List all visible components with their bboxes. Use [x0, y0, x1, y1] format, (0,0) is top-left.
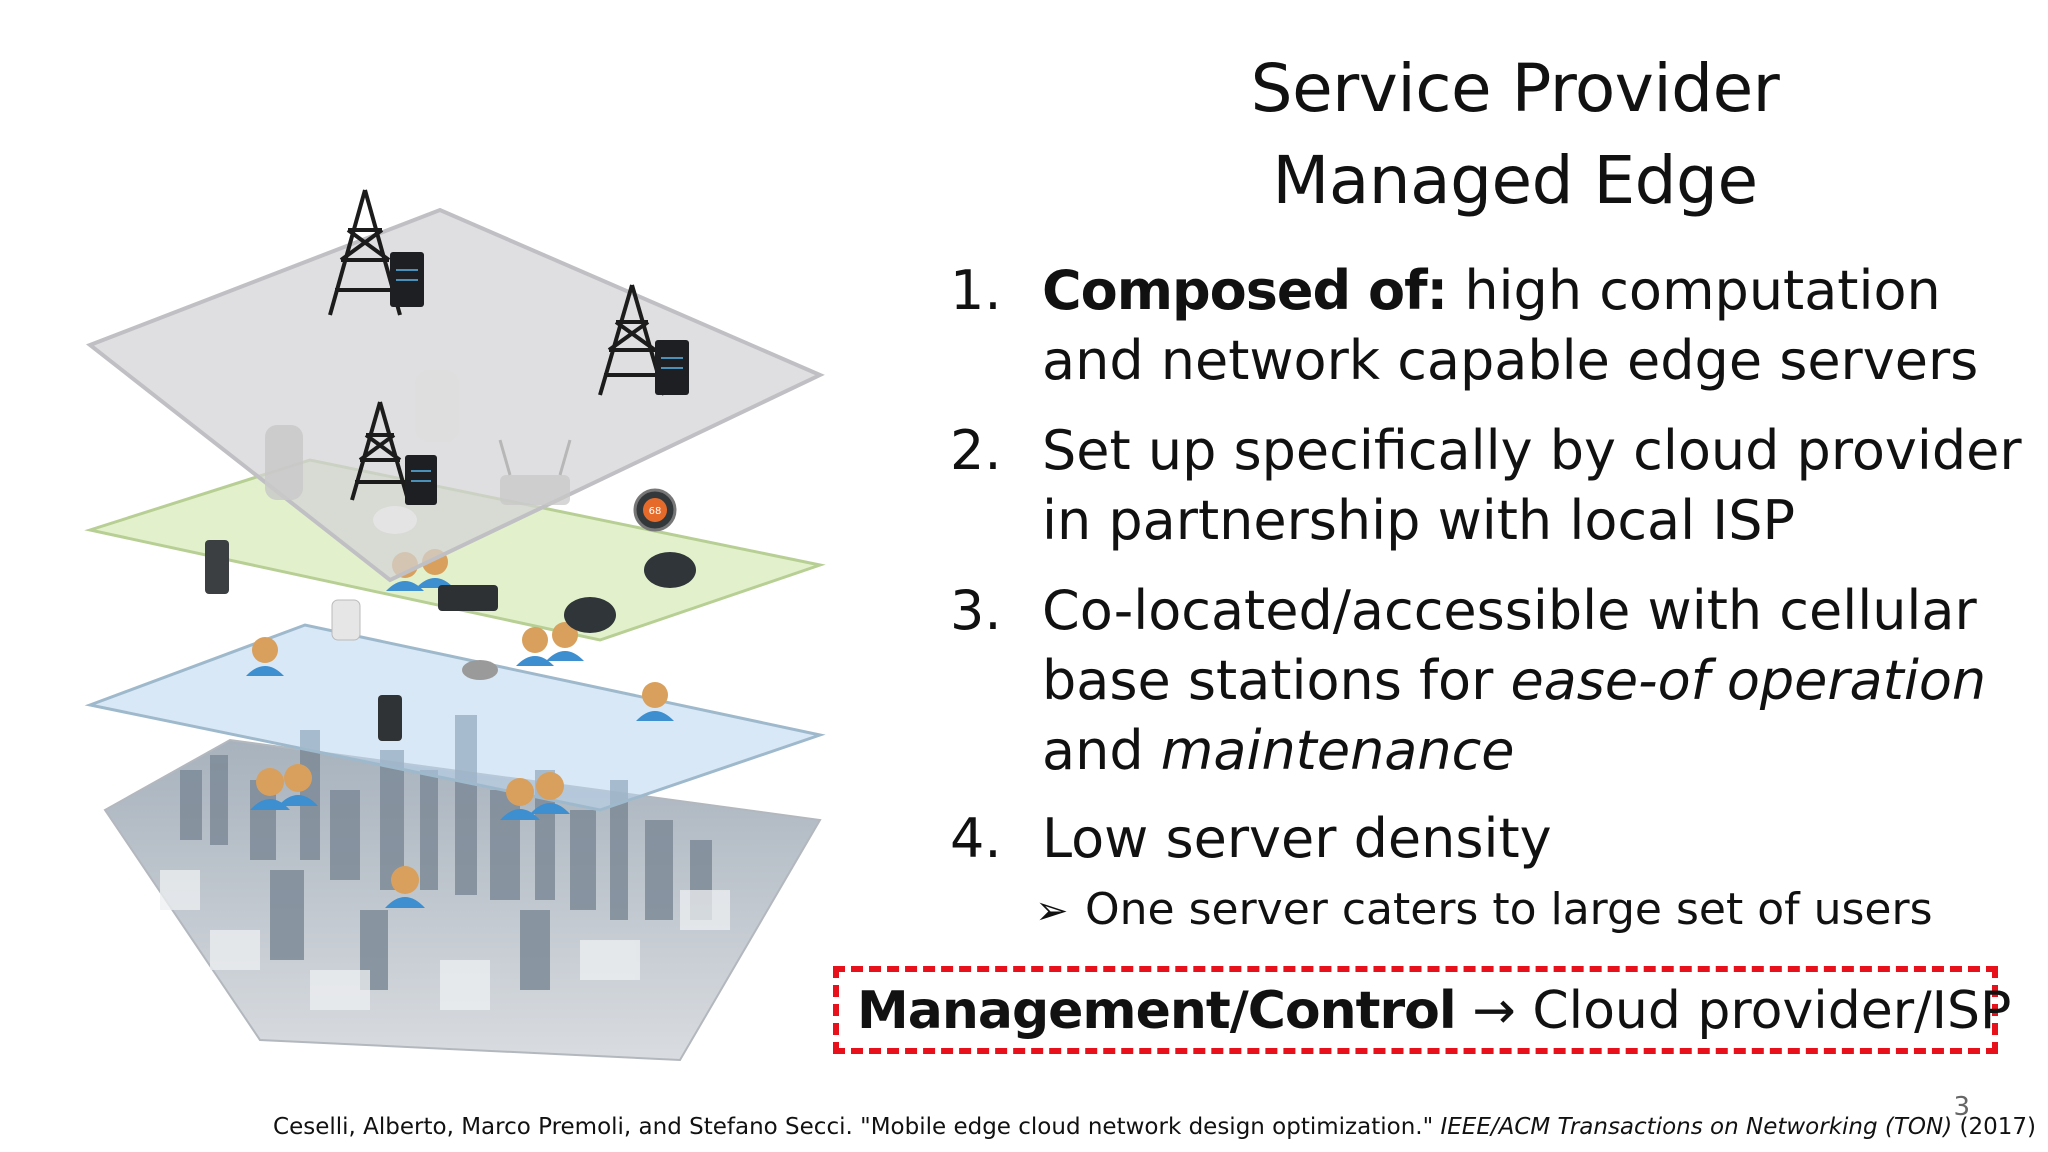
smart-speaker-icon	[265, 425, 303, 500]
router-icon	[438, 585, 498, 611]
list-number: 1.	[950, 259, 1002, 322]
edge-server-icon	[405, 455, 437, 505]
city-layer	[103, 715, 822, 1062]
smart-speaker-icon	[462, 660, 498, 680]
management-label: Management/Control	[857, 981, 1457, 1041]
arrow-bullet-icon: ➢	[1035, 888, 1069, 934]
person-icon	[500, 778, 540, 820]
person-icon	[636, 682, 674, 721]
list-item-text: Co-located/accessible with cellular	[1042, 579, 1977, 642]
citation: Ceselli, Alberto, Marco Premoli, and Ste…	[273, 1114, 2036, 1140]
management-value: Cloud provider/ISP	[1532, 981, 2012, 1041]
person-icon	[246, 637, 284, 676]
list-item-text: Set up specifically by cloud provider	[1042, 419, 2022, 482]
person-icon	[250, 768, 290, 810]
thermostat-reading: 68	[649, 506, 662, 517]
list-item-italic-text: maintenance	[1160, 719, 1515, 782]
edge-server-plane	[85, 189, 825, 583]
smart-speaker-icon	[373, 506, 417, 534]
list-number: 3.	[950, 579, 1002, 642]
thermostat-display	[643, 498, 667, 522]
smart-speaker-icon	[378, 695, 402, 741]
citation-journal: IEEE/ACM Transactions on Networking (TON…	[1440, 1114, 1953, 1140]
edge-layers-illustration: 68	[84, 189, 826, 1062]
person-icon	[516, 627, 554, 666]
management-callout-text: Management/Control → Cloud provider/ISP	[857, 976, 2011, 1046]
page-number: 3	[1953, 1092, 1970, 1122]
person-icon	[546, 622, 584, 661]
edge-server-icon	[390, 252, 424, 307]
smart-speaker-icon	[415, 370, 459, 442]
sub-bullet: ➢ One server caters to large set of users	[1035, 880, 1933, 941]
citation-text: Ceselli, Alberto, Marco Premoli, and Ste…	[273, 1114, 1434, 1140]
sub-bullet-text: One server caters to large set of users	[1085, 884, 1933, 935]
list-item-italic-text: ease-of operation	[1510, 649, 1987, 712]
cell-tower-icon	[350, 401, 410, 501]
smart-speaker-icon	[644, 552, 696, 588]
right-arrow-icon: →	[1472, 981, 1516, 1041]
person-icon	[278, 764, 318, 806]
smart-speaker-icon	[564, 597, 616, 633]
edge-server-icon	[655, 340, 689, 395]
citation-year: (2017)	[1959, 1114, 2036, 1140]
list-item-bold-label: Composed of:	[1042, 259, 1448, 322]
smart-speaker-icon	[331, 599, 361, 641]
management-callout-box: Management/Control → Cloud provider/ISP	[833, 966, 2011, 1054]
cell-tower-icon	[328, 189, 402, 316]
list-item-text: Low server density	[1042, 807, 1552, 870]
list-item-text: and network capable edge servers	[1042, 329, 1979, 392]
list-item-text: in partnership with local ISP	[1042, 489, 1796, 552]
person-icon	[385, 866, 425, 908]
slide-title-line-1: Service Provider	[1250, 50, 1780, 127]
smart-speaker-icon	[205, 540, 229, 594]
slide-title-line-2: Managed Edge	[1272, 142, 1758, 219]
list-item-text: and	[1042, 719, 1161, 782]
list-number: 2.	[950, 419, 1002, 482]
router-icon	[498, 439, 572, 505]
list-item-text: base stations for	[1042, 649, 1511, 712]
person-icon	[530, 772, 570, 814]
list-item-text: high computation	[1447, 259, 1941, 322]
list-number: 4.	[950, 807, 1002, 870]
